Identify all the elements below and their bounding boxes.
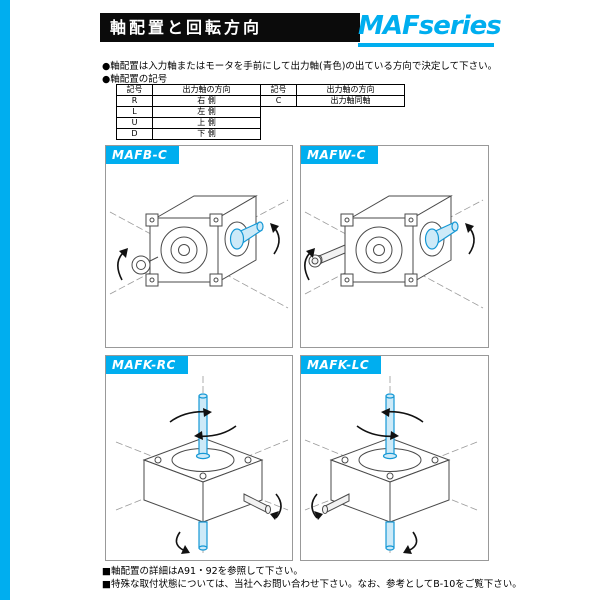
table-cell-direction: 右 側 (152, 95, 261, 107)
input-shaft (308, 244, 346, 268)
table-row: L 左 側 (116, 106, 261, 118)
table-cell-symbol: D (116, 128, 153, 140)
input-shaft (243, 493, 271, 514)
gearbox-drawing-mafk-lc (304, 376, 478, 554)
model-label: MAFB-C (106, 146, 180, 164)
table-header-direction: 出力軸の方向 (296, 84, 405, 96)
gearbox-drawing-mafk-rc (115, 376, 289, 554)
model-label: MAFW-C (301, 146, 378, 164)
table-row: C 出力軸同軸 (260, 95, 405, 107)
output-shaft (229, 221, 264, 250)
page-title: 軸配置と回転方向 (100, 13, 360, 42)
series-logo-underline (358, 43, 494, 47)
footer-note-special: ■特殊な取付状態については、当社へお問い合わせ下さい。なお、参考としてB-10を… (102, 579, 522, 590)
output-shaft (195, 393, 211, 551)
table-cell-direction: 下 側 (152, 128, 261, 140)
symbol-table-right: 記号 出力軸の方向 C 出力軸同軸 (260, 84, 405, 107)
table-cell-symbol: C (260, 95, 297, 107)
gearbox-drawing-mafw-c (304, 195, 484, 309)
input-shaft (322, 493, 350, 514)
table-row: R 右 側 (116, 95, 261, 107)
note-shaft-arrangement: ●軸配置は入力軸またはモータを手前にして出力軸(青色)の出ている方向で決定して下… (102, 61, 498, 72)
table-cell-direction: 上 側 (152, 117, 261, 129)
note-symbols: ●軸配置の記号 (102, 74, 168, 85)
table-row: U 上 側 (116, 117, 261, 129)
output-shaft (382, 393, 398, 551)
panel-mafk-rc: MAFK-RC (105, 355, 293, 561)
panel-mafk-lc: MAFK-LC (300, 355, 489, 561)
table-header-direction: 出力軸の方向 (152, 84, 261, 96)
series-logo: MAFseries (358, 11, 502, 41)
symbol-table-group: 記号 出力軸の方向 R 右 側 L 左 側 U 上 側 D 下 側 (116, 84, 405, 140)
table-cell-symbol: U (116, 117, 153, 129)
footer-note-detail: ■軸配置の詳細はA91・92を参照して下さい。 (102, 566, 303, 577)
panel-mafb-c: MAFB-C (105, 145, 293, 348)
output-shaft (424, 221, 459, 250)
model-label: MAFK-LC (301, 356, 382, 374)
panel-mafw-c: MAFW-C (300, 145, 489, 348)
table-header-symbol: 記号 (116, 84, 153, 96)
symbol-table-left: 記号 出力軸の方向 R 右 側 L 左 側 U 上 側 D 下 側 (116, 84, 261, 140)
table-cell-direction: 出力軸同軸 (296, 95, 405, 107)
table-row: D 下 側 (116, 128, 261, 140)
table-cell-symbol: R (116, 95, 153, 107)
table-header-symbol: 記号 (260, 84, 297, 96)
left-accent-bar (0, 0, 10, 600)
input-shaft (131, 255, 159, 275)
gearbox-drawing-mafb-c (109, 195, 289, 309)
table-cell-symbol: L (116, 106, 153, 118)
model-label: MAFK-RC (106, 356, 188, 374)
table-cell-direction: 左 側 (152, 106, 261, 118)
